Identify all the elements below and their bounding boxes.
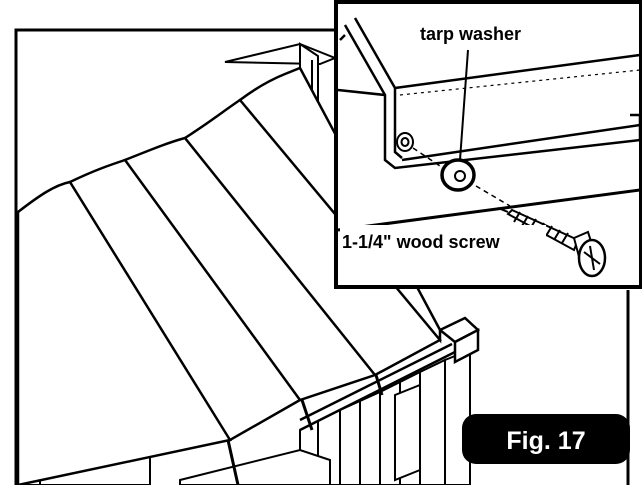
- inset-bracket: [337, 17, 642, 232]
- screw-hole: [396, 132, 414, 152]
- figure-badge: Fig. 17: [462, 414, 630, 464]
- detail-inset: tarp washer 1-1/4" wood screw: [334, 0, 642, 289]
- tarp-washer-icon: [440, 158, 476, 192]
- wood-screw-label: 1-1/4" wood screw: [342, 232, 501, 252]
- screw-label-group: 1-1/4" wood screw: [340, 225, 546, 253]
- top-rail: [299, 316, 481, 432]
- tarp-washer-label: tarp washer: [420, 24, 521, 44]
- figure-number: Fig. 17: [506, 427, 585, 455]
